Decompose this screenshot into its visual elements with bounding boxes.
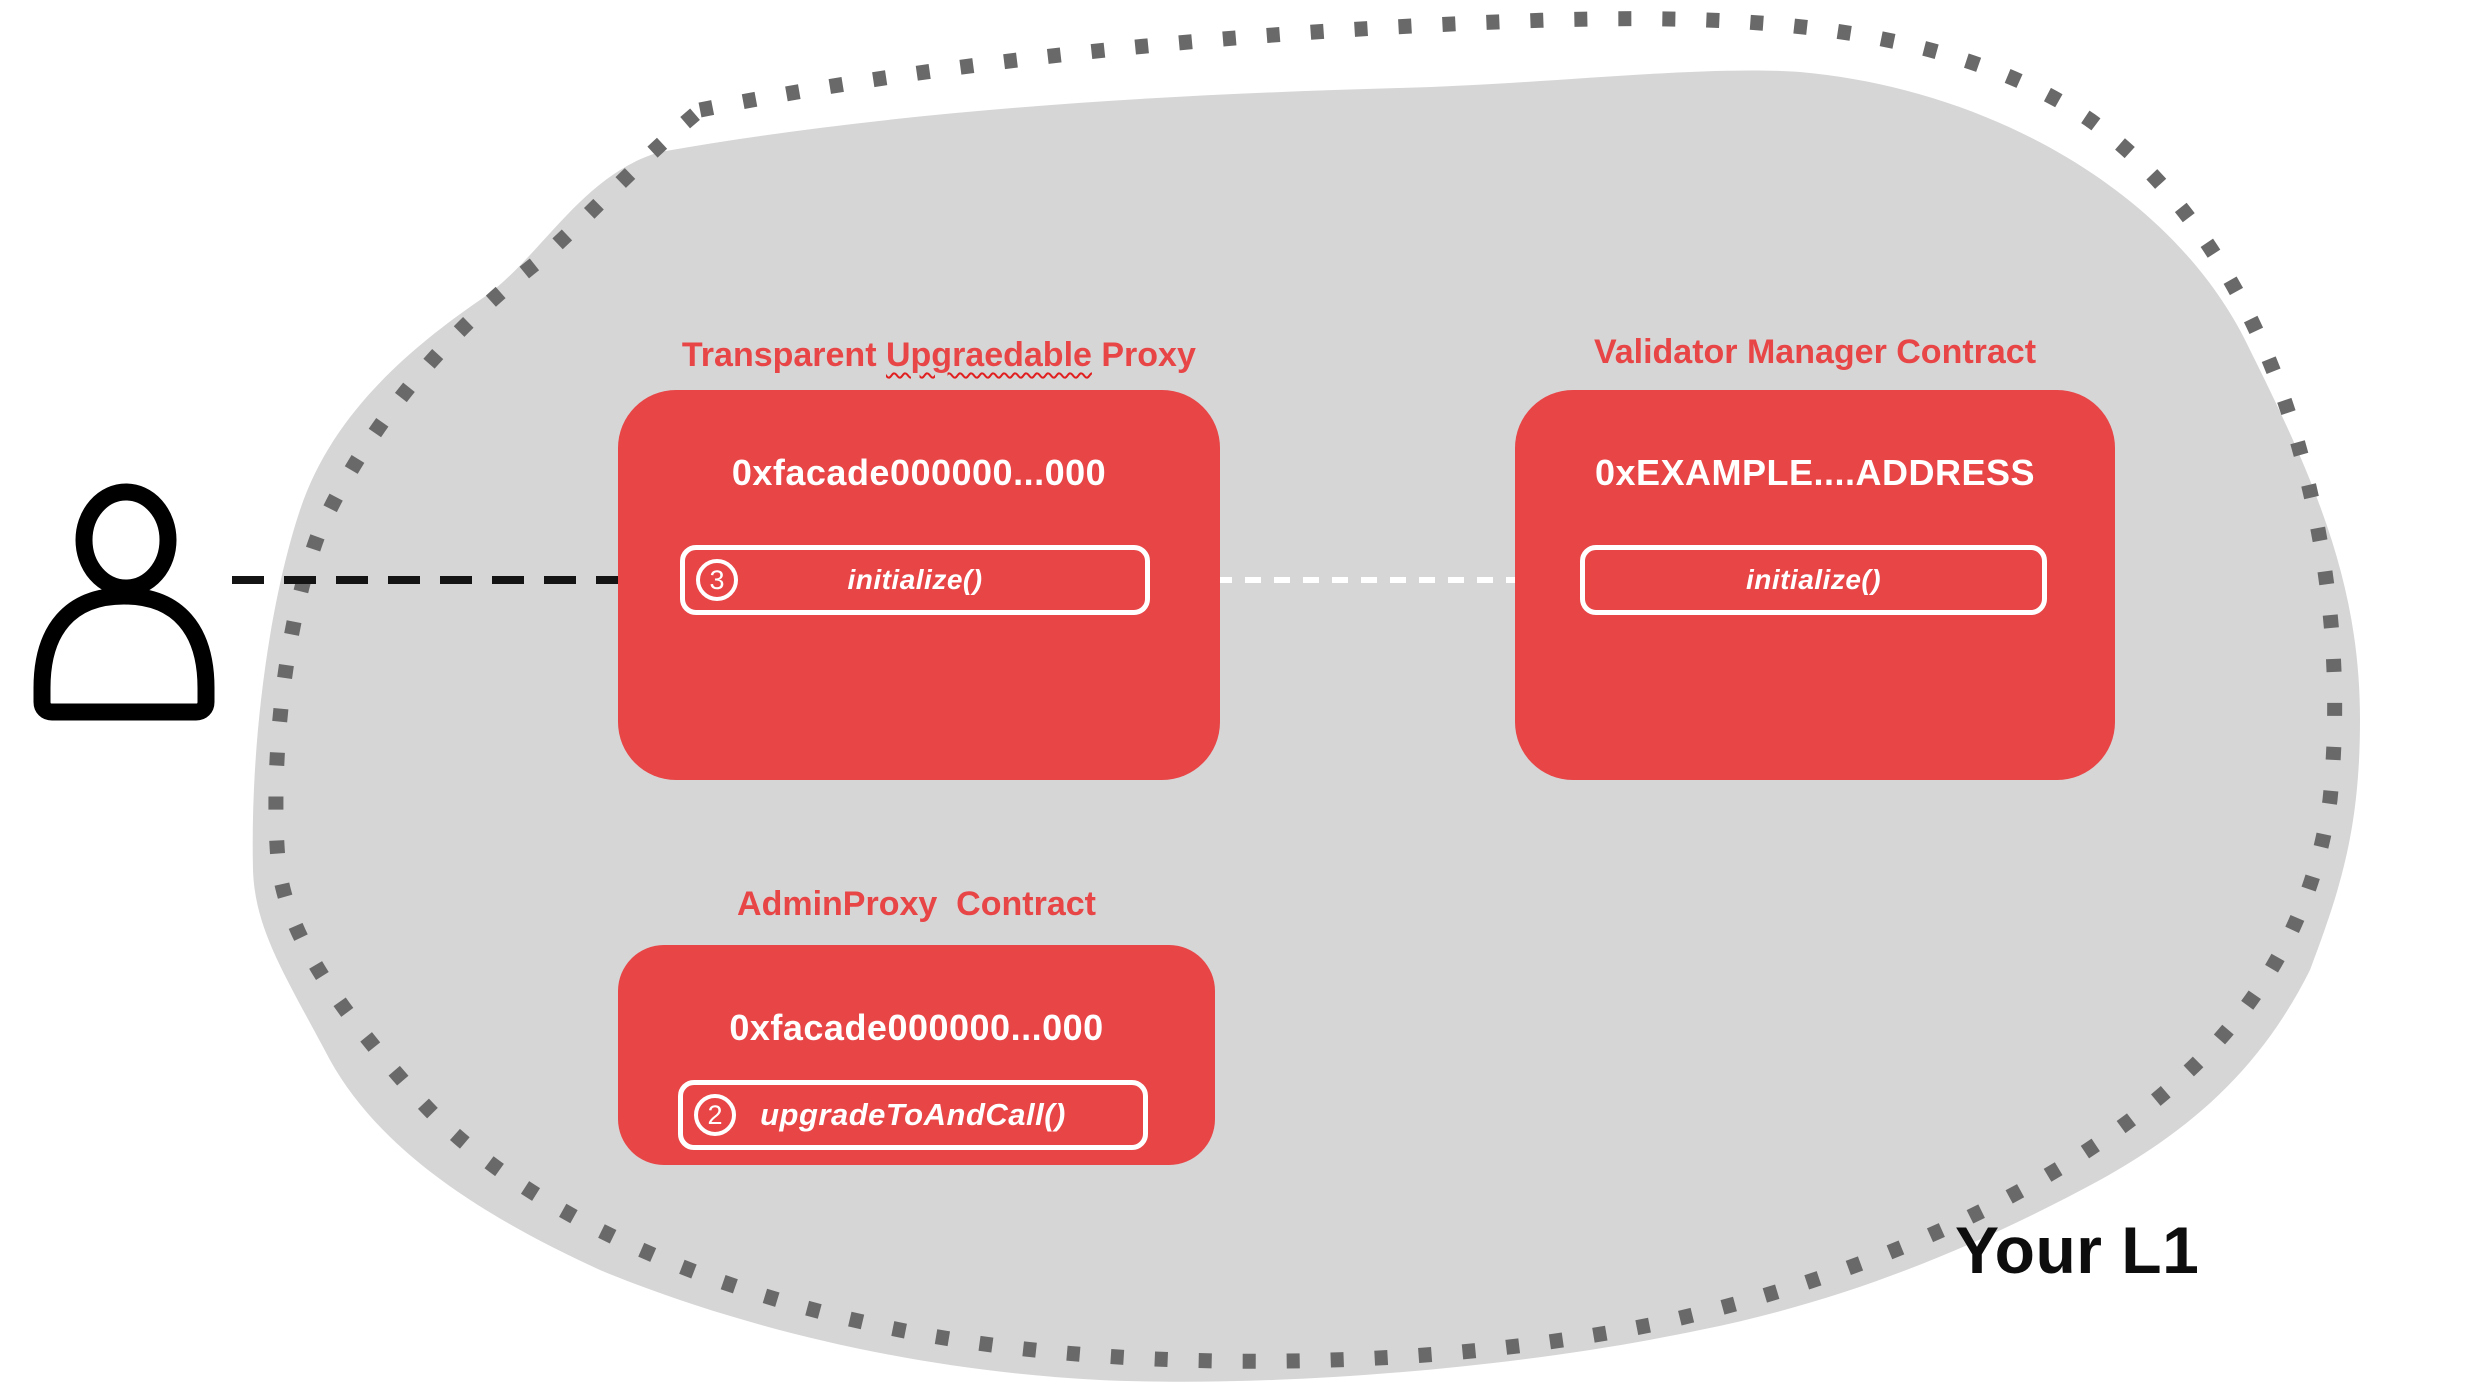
admin-contract-label: AdminProxy Contract — [737, 885, 1096, 923]
validator-contract-address: 0xEXAMPLE....ADDRESS — [1594, 452, 2036, 493]
user-icon — [33, 483, 215, 721]
proxy-initialize-pill[interactable]: 3 initialize() — [680, 545, 1150, 615]
l1-blob-dotted-border — [268, 11, 2343, 1369]
proxy-label-prefix: Transparent — [681, 336, 886, 374]
proxy-label-misspelled-word: Upgraedable — [885, 336, 1092, 374]
validator-initialize-pill[interactable]: initialize() — [1580, 545, 2047, 615]
validator-contract-label: Validator Manager Contract — [1593, 333, 2037, 371]
validator-initialize-label: initialize() — [1745, 564, 1882, 595]
admin-upgrade-label: upgradeToAndCall() — [760, 1097, 1066, 1132]
admin-upgrade-pill[interactable]: 2 upgradeToAndCall() — [678, 1080, 1148, 1150]
admin-contract-address: 0xfacade000000...000 — [729, 1007, 1104, 1048]
proxy-initialize-label: initialize() — [847, 564, 983, 595]
step-2-badge: 2 — [694, 1094, 736, 1136]
proxy-label-suffix: Proxy — [1091, 336, 1196, 374]
step-3-badge: 3 — [696, 559, 738, 601]
region-label: Your L1 — [1955, 1213, 2200, 1287]
validator-contract-box: 0xEXAMPLE....ADDRESS — [1515, 390, 2115, 780]
proxy-contract-address: 0xfacade000000...000 — [731, 452, 1107, 493]
